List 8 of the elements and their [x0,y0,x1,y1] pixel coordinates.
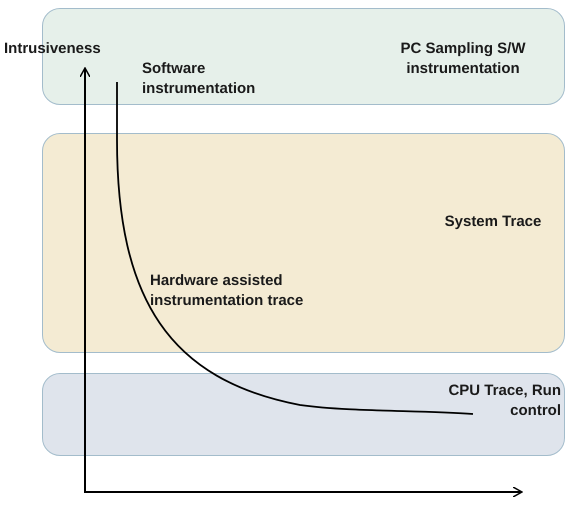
axis-label: Software instrumentation [142,59,256,99]
axis-label: Hardware assisted instrumentation trace [150,271,304,311]
band [42,133,565,353]
band [42,373,565,456]
band-label: System Trace [444,212,542,232]
band-label: PC Sampling S/W instrumentation [399,39,526,79]
band-label: CPU Trace, Run control [447,381,561,421]
axis-label: Intrusiveness [4,39,101,59]
